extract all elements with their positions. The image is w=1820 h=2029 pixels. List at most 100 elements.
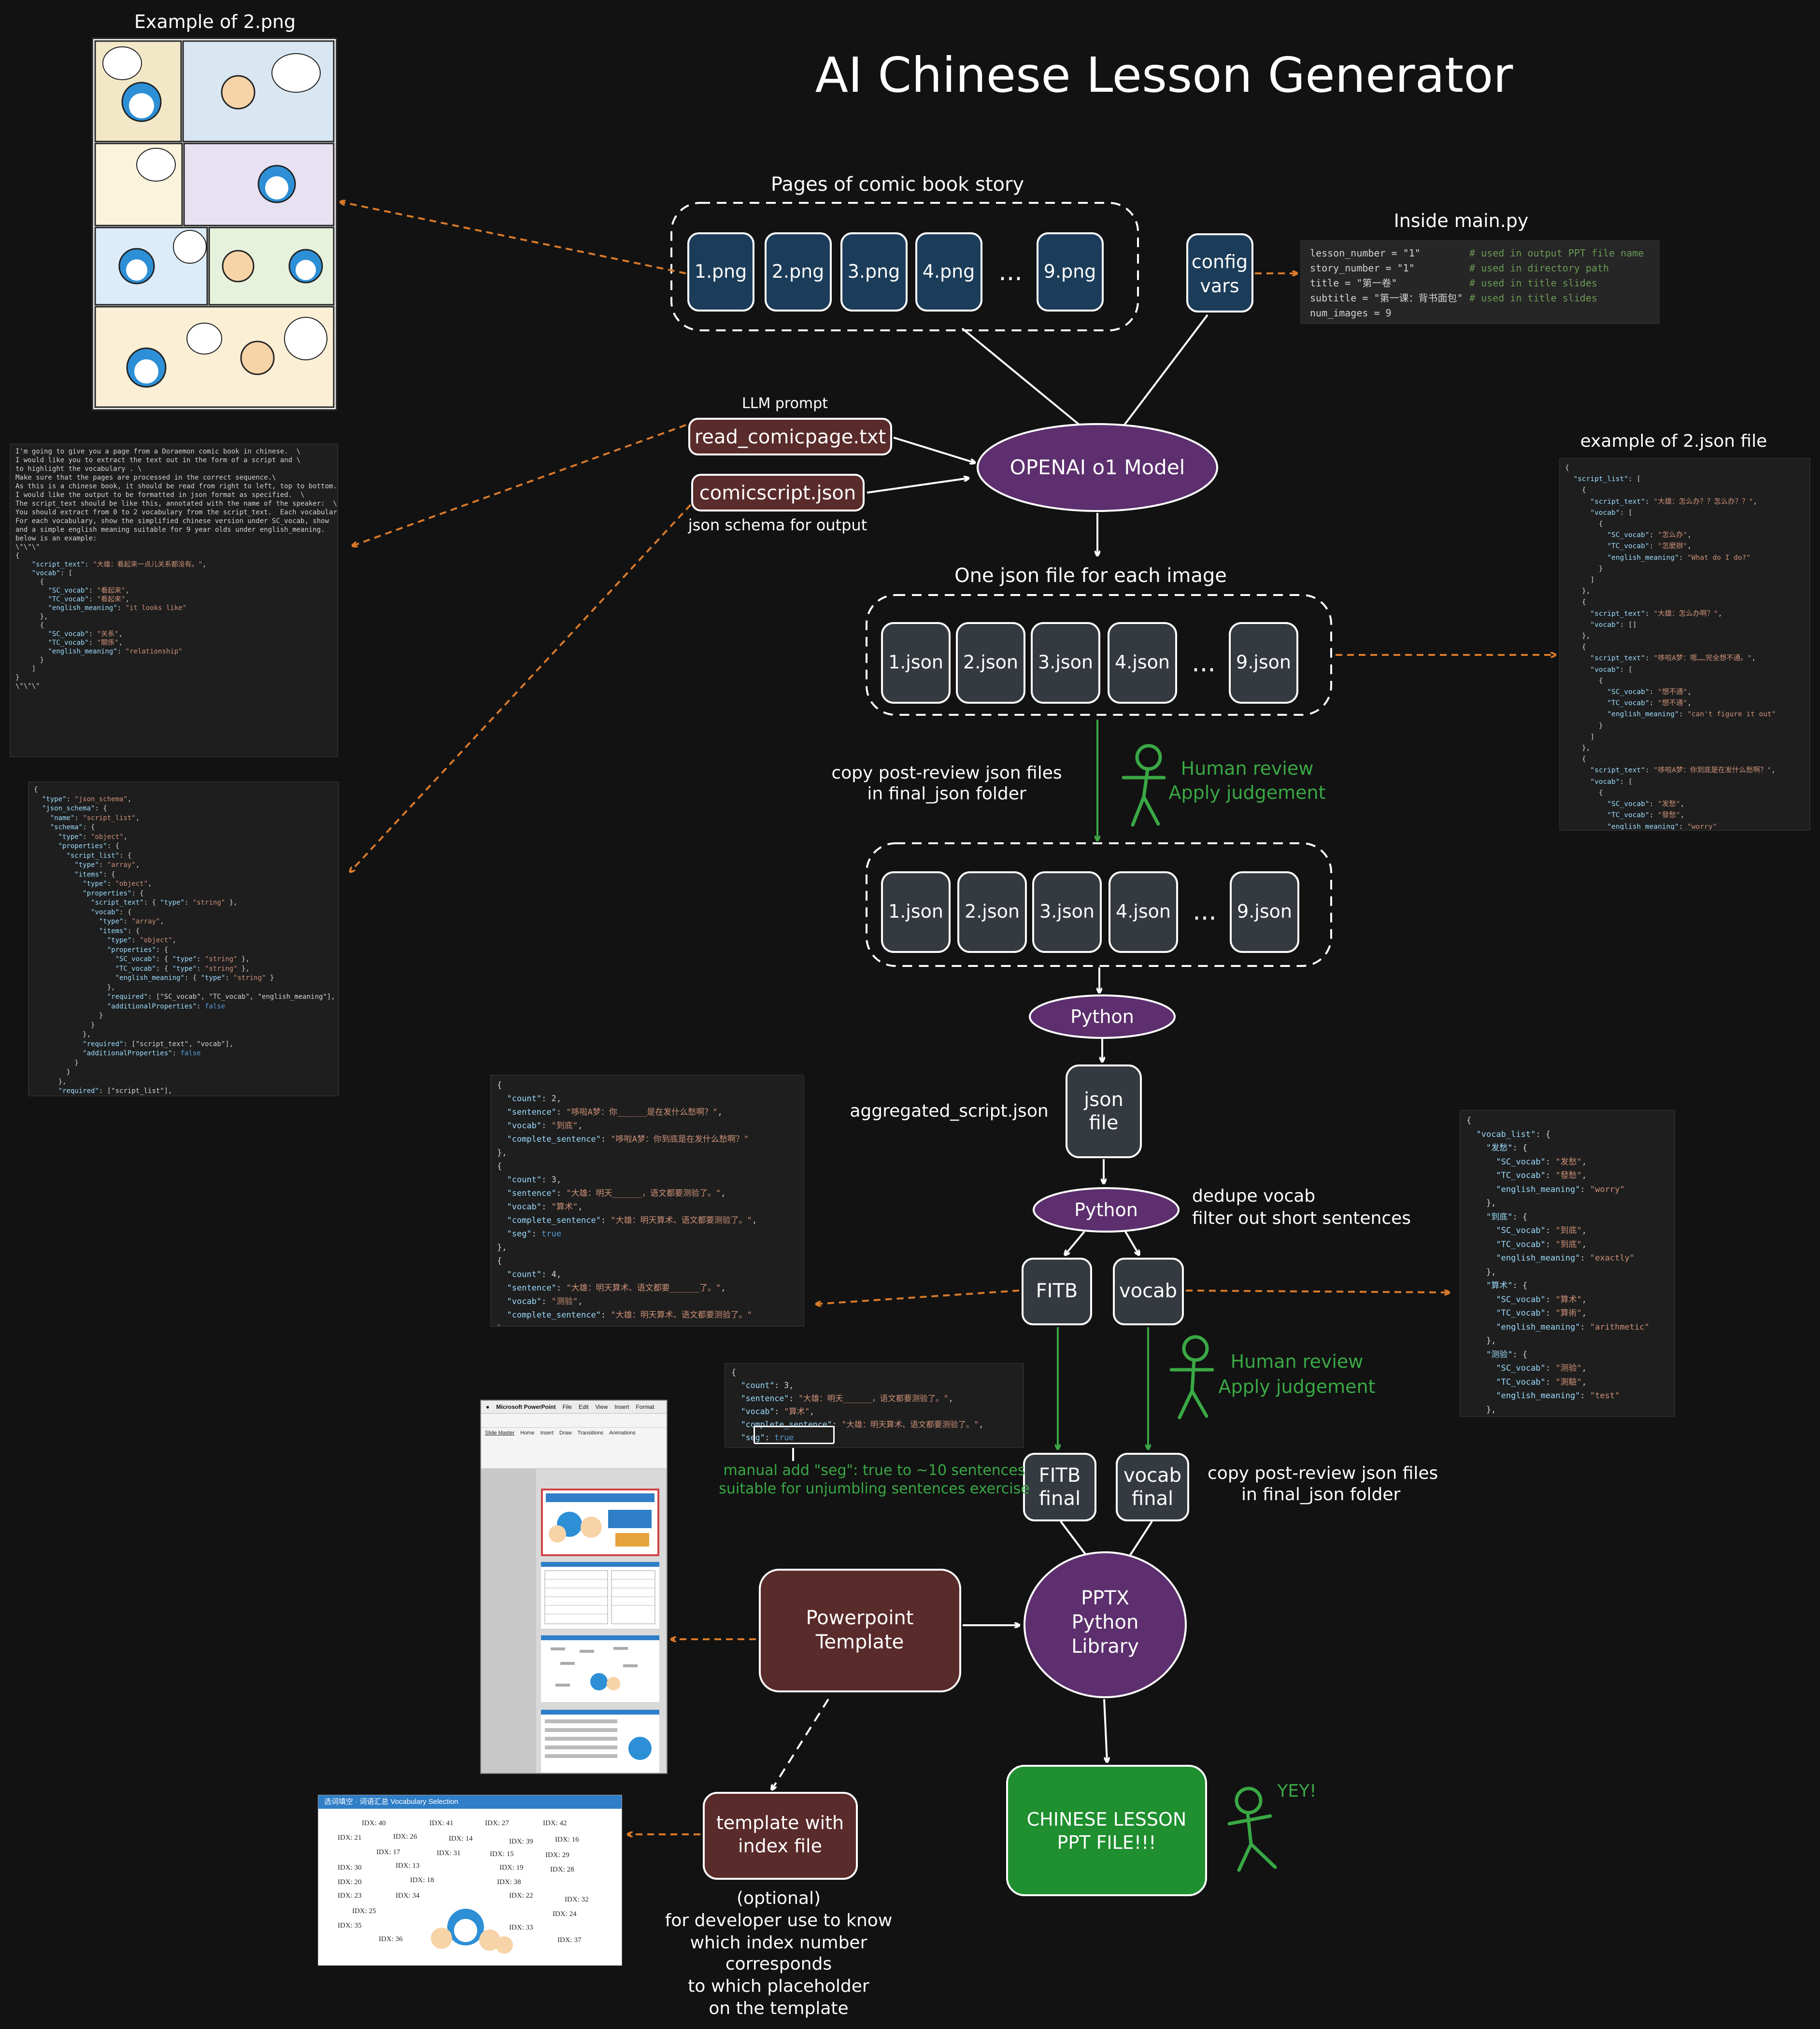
code-line: {: [1466, 1116, 1472, 1125]
openai-model-node: OPENAI o1 Model: [977, 423, 1218, 512]
code-line: "发愁": {: [1486, 1143, 1528, 1153]
main-py-comment: # used in directory path: [1469, 262, 1609, 274]
menu-insert[interactable]: Insert: [614, 1404, 629, 1410]
code-line: "schema": {: [50, 823, 95, 831]
code-line: "count": 3,: [507, 1175, 562, 1185]
json-label-3b: 3.json: [1039, 901, 1095, 922]
code-line: "TC_vocab": "發愁",: [1496, 1171, 1587, 1180]
menu-file[interactable]: File: [562, 1404, 572, 1410]
optional-text-1: (optional): [737, 1888, 821, 1908]
code-line: "type": "object",: [83, 880, 152, 888]
index-item: IDX: 29: [545, 1851, 569, 1859]
code-line: "script_text": "哆啦A梦：你到底是在发什么愁啊？",: [1590, 766, 1776, 775]
main-py-code-text: story_number = "1": [1310, 262, 1415, 274]
vocab-node: vocab: [1113, 1258, 1184, 1325]
code-line: "TC_vocab": "到底",: [1496, 1239, 1587, 1249]
code-line: You should extract from 0 to 2 vocabular…: [15, 509, 338, 516]
json-box-4b: 4.json: [1109, 871, 1178, 953]
arrow-pptx-final: [1103, 1699, 1107, 1762]
code-line: "sentence": "大雄：明天______，语文都要测验了。",: [507, 1189, 726, 1198]
code-line: "sentence": "大雄：明天______，语文都要测验了。",: [740, 1394, 953, 1403]
json-box-4a: 4.json: [1108, 622, 1177, 704]
slide-thumb-4[interactable]: [541, 1710, 659, 1773]
code-line: {: [1565, 755, 1586, 764]
seg-panel: { "count": 3, "sentence": "大雄：明天______，语…: [725, 1363, 1024, 1448]
slide-thumb-2[interactable]: [541, 1562, 659, 1629]
code-line: }: [15, 656, 44, 664]
code-line: "sentence": "大雄：明天算术、语文都要______了。",: [507, 1283, 726, 1293]
code-line: "type": "array",: [99, 918, 164, 925]
copy-review-text-1b: in final_json folder: [867, 784, 1026, 804]
prompt-file-label: read_comicpage.txt: [695, 426, 886, 448]
main-py-line: title = "第一卷"# used in title slides: [1310, 276, 1650, 291]
slide-thumb-1[interactable]: [541, 1489, 659, 1556]
code-line: {: [497, 1256, 502, 1266]
json-box-1b: 1.json: [881, 871, 951, 953]
menu-view[interactable]: View: [595, 1404, 608, 1410]
tab-transitions[interactable]: Transitions: [577, 1430, 604, 1436]
code-line: {: [497, 1162, 502, 1171]
code-line: },: [1466, 1267, 1496, 1277]
code-line: ]: [15, 665, 36, 673]
ppt-toolbar: [481, 1414, 667, 1428]
code-line: The script_text should be like this, ann…: [15, 500, 337, 508]
json-box-2b: 2.json: [957, 871, 1027, 953]
code-line: }: [1565, 722, 1603, 730]
ppt-ribbon: [481, 1438, 667, 1469]
code-line: "type": "object",: [58, 833, 128, 841]
code-line: For each vocabulary, show the simplified…: [15, 517, 329, 525]
tab-home[interactable]: Home: [520, 1430, 535, 1436]
apply-judgement-2: Apply judgement: [1218, 1376, 1375, 1397]
arrow-template-index: [772, 1698, 829, 1789]
stick-figure-2: [1169, 1335, 1214, 1419]
inside-main-caption: Inside main.py: [1394, 210, 1529, 231]
apple-icon: ●: [486, 1404, 490, 1410]
png-label-2: 2.png: [772, 261, 825, 282]
code-line: "json_schema": {: [42, 805, 107, 812]
code-line: },: [497, 1322, 797, 1326]
code-line: "type": "object",: [107, 936, 177, 944]
tab-animations[interactable]: Animations: [609, 1430, 636, 1436]
tab-draw[interactable]: Draw: [559, 1430, 572, 1436]
index-item: IDX: 39: [509, 1838, 533, 1845]
vocab-code: { "vocab_list": { "发愁": { "SC_vocab": "发…: [1461, 1111, 1674, 1416]
code-line: {: [34, 786, 38, 794]
arrow-config-model: [1121, 314, 1209, 430]
code-line: "items": {: [74, 870, 115, 879]
tab-slide-master[interactable]: Slide Master: [485, 1430, 515, 1436]
comic-panels-image: [94, 40, 335, 408]
prompt-file-box: read_comicpage.txt: [688, 418, 892, 455]
json-label-2b: 2.json: [965, 901, 1020, 922]
code-line: below is an example:: [15, 535, 97, 542]
code-line: "script_text": "大雄：怎么办啊？",: [1590, 610, 1722, 618]
code-line: "TC_vocab": { "type": "string" },: [115, 965, 250, 973]
main-py-comment: # used in title slides: [1469, 277, 1597, 289]
code-line: {: [1565, 598, 1586, 607]
slide-thumb-3[interactable]: [541, 1635, 659, 1702]
index-item: IDX: 40: [362, 1819, 386, 1827]
code-line: "script_text": { "type": "string" },: [91, 899, 238, 907]
seg-highlight: [754, 1426, 835, 1444]
llm-prompt-caption: LLM prompt: [742, 395, 828, 412]
code-line: "english_meaning": "What do I do?": [1607, 553, 1751, 562]
code-line: "english_meaning": "worry": [1607, 823, 1717, 831]
arrow-prompt-panel: [353, 424, 686, 546]
code-line: }: [34, 1059, 79, 1067]
code-line: "TC_vocab": "想不通",: [1607, 699, 1692, 708]
tab-insert[interactable]: Insert: [540, 1430, 554, 1436]
code-line: "english_meaning": "relationship": [48, 648, 183, 655]
code-line: "script_text": "大雄：怎么办？？怎么办？？",: [1590, 497, 1758, 506]
code-line: "TC_vocab": "怎麼辦",: [1607, 542, 1692, 551]
pptx-label-2: Python: [1072, 1611, 1139, 1633]
arrow-fitb-panel: [816, 1290, 1020, 1304]
menu-format[interactable]: Format: [636, 1404, 654, 1410]
index-item: IDX: 41: [429, 1819, 454, 1827]
json-box-1a: 1.json: [881, 622, 951, 704]
code-line: \"\"\": [15, 543, 40, 551]
json-file-node: json file: [1066, 1064, 1142, 1158]
code-line: },: [497, 1148, 507, 1158]
code-line: },: [1466, 1405, 1496, 1415]
menu-edit[interactable]: Edit: [578, 1404, 589, 1410]
code-line: "SC_vocab": "算术",: [1496, 1294, 1587, 1305]
page-title: AI Chinese Lesson Generator: [815, 47, 1514, 103]
